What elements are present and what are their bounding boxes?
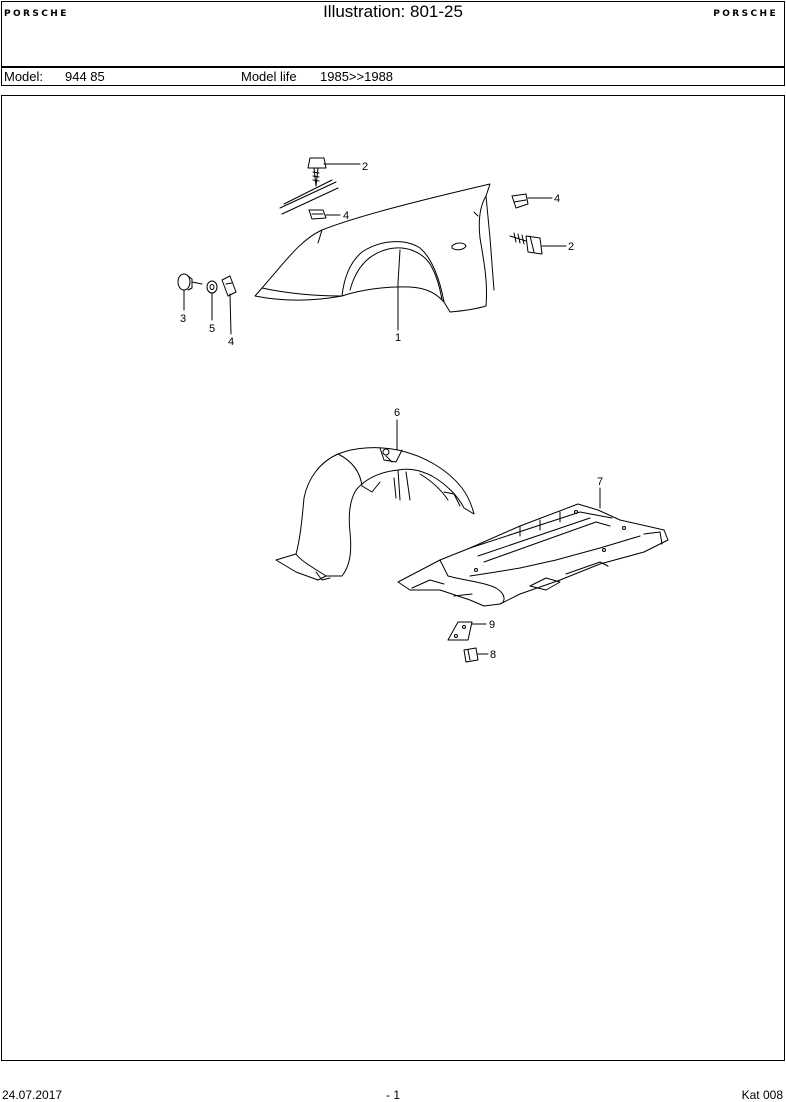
model-row: Model: 944 85 Model life 1985>>1988	[1, 68, 785, 86]
footer-date: 24.07.2017	[2, 1088, 63, 1102]
footer-page: - 1	[386, 1088, 401, 1102]
page-title: Illustration: 801-25	[323, 2, 463, 21]
washer-part-5	[206, 280, 218, 294]
callout-4-top: 4	[343, 210, 349, 222]
callout-2-right: 2	[568, 241, 574, 253]
clip-part-4-right	[511, 193, 529, 209]
callout-7: 7	[597, 476, 603, 488]
model-life-label: Model life	[241, 69, 297, 84]
bolt-part-2-right	[509, 232, 543, 255]
callout-3: 3	[180, 313, 186, 325]
callout-4-left: 4	[228, 336, 234, 348]
model-label: Model:	[4, 69, 44, 84]
porsche-logo-left: PORSCHE	[4, 9, 69, 19]
callout-8: 8	[490, 649, 496, 661]
callout-4-right: 4	[554, 193, 560, 205]
bolt-part-2-top	[307, 157, 327, 187]
wheel-liner-part-6	[275, 447, 475, 581]
illustration-frame	[1, 95, 785, 1061]
callout-6: 6	[394, 407, 400, 419]
model-value: 944 85	[65, 69, 105, 84]
header-rule	[1, 66, 785, 68]
nut-part-8	[463, 647, 479, 663]
footer-catalog: Kat 008	[741, 1088, 783, 1102]
underbody-panel-part-7	[397, 503, 669, 607]
callout-9: 9	[489, 619, 495, 631]
callout-1: 1	[395, 332, 401, 344]
clip-part-4-top	[308, 209, 327, 220]
fender-part-1	[254, 179, 495, 313]
callout-labels: 2 4 4 2 3 5 4 1 6 7 9 8	[180, 161, 603, 661]
porsche-logo-right: PORSCHE	[713, 9, 778, 19]
bracket-part-9	[447, 621, 473, 641]
callout-2-top: 2	[362, 161, 368, 173]
bolt-part-3	[177, 273, 203, 291]
clip-part-4-left	[221, 275, 237, 297]
model-life-value: 1985>>1988	[320, 69, 394, 84]
leader-lines	[183, 163, 601, 655]
callout-5: 5	[209, 323, 215, 335]
